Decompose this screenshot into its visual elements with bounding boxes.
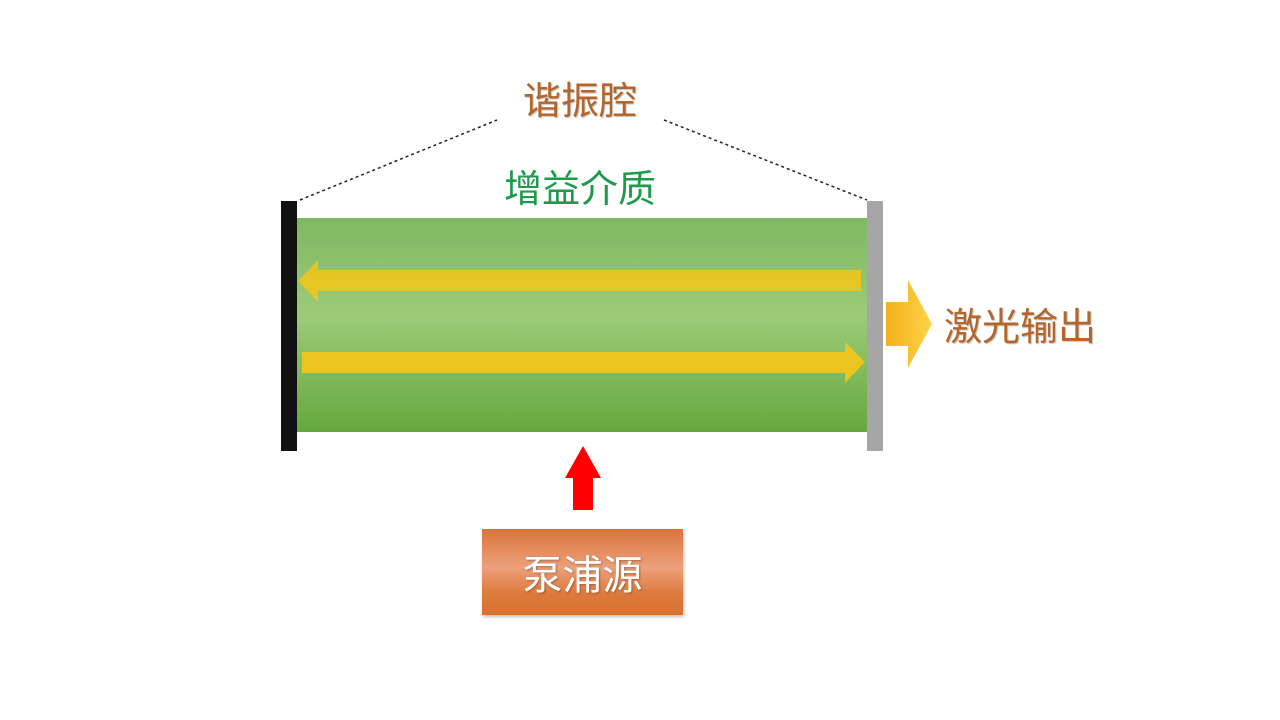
- resonator-dashed-line-right: [663, 119, 868, 201]
- laser-output-arrow-icon: [886, 280, 932, 368]
- gain-medium: [294, 218, 868, 432]
- right-mirror: [867, 201, 883, 451]
- beam-arrow-left-icon: [298, 260, 861, 302]
- resonator-label: 谐振腔: [522, 79, 637, 123]
- beam-arrow-right-icon: [302, 342, 865, 383]
- gain-medium-label: 增益介质: [503, 167, 656, 211]
- left-mirror: [281, 201, 297, 451]
- pump-source-label: 泵浦源: [522, 553, 643, 599]
- pump-arrow-icon: [565, 446, 601, 510]
- resonator-dashed-line-left: [299, 119, 498, 201]
- pump-source-box: 泵浦源: [482, 529, 683, 615]
- laser-output-label: 激光输出: [944, 305, 1097, 349]
